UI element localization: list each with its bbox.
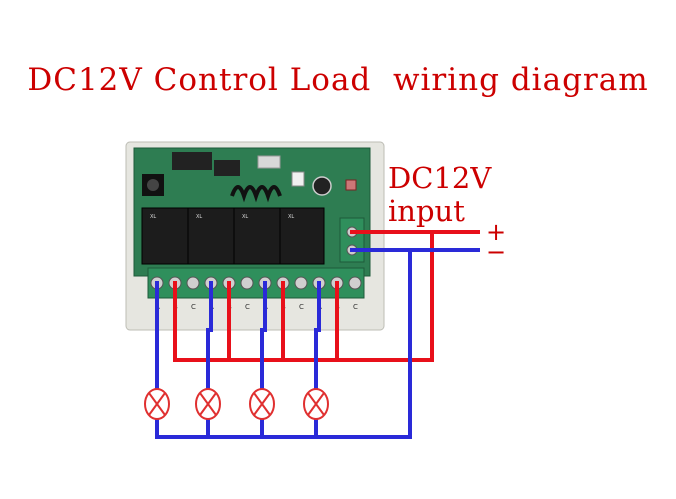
relay-icon: XL [187,207,235,265]
wire [260,281,267,439]
diagram-title: DC12V Control Load wiring diagram [27,62,649,98]
relay-label: XL [288,214,294,220]
push-button-icon [142,174,164,196]
relay-label: XL [196,214,202,220]
relay-icon: XL [141,207,189,265]
lamp-icon [303,388,329,420]
chip [172,152,212,170]
small-component [291,171,305,187]
small-component [345,179,357,191]
positive-sign: + [486,218,507,246]
chip [214,160,240,176]
lamp-cross [307,392,325,416]
terminal-screw [294,276,308,290]
terminal-label-strip [148,300,364,312]
relay-icon: XL [279,207,325,265]
terminal-screw [348,276,362,290]
lamp-cross [253,392,271,416]
power-input-label: DC12V input [388,162,491,228]
terminal-label: C [245,303,250,311]
crystal [257,155,281,169]
antenna-coil-icon [230,185,282,203]
relay-label: XL [242,214,248,220]
lamp-icon [249,388,275,420]
capacitor-icon [312,176,332,196]
relay-label: XL [150,214,156,220]
relay-icon: XL [233,207,281,265]
lamp-cross [199,392,217,416]
negative-sign: − [486,238,507,266]
wire [206,281,213,439]
terminal-label: C [353,303,358,311]
lamp-cross [148,392,166,416]
lamp-icon [195,388,221,420]
power-input-text: input [388,194,465,228]
lamp-icon [144,388,170,420]
terminal-screw [240,276,254,290]
output-terminal-block [147,267,365,299]
terminal-screw [186,276,200,290]
terminal-label: C [191,303,196,311]
wire [155,248,412,439]
wire [314,281,321,439]
terminal-label: C [299,303,304,311]
power-input-voltage: DC12V [388,161,492,195]
